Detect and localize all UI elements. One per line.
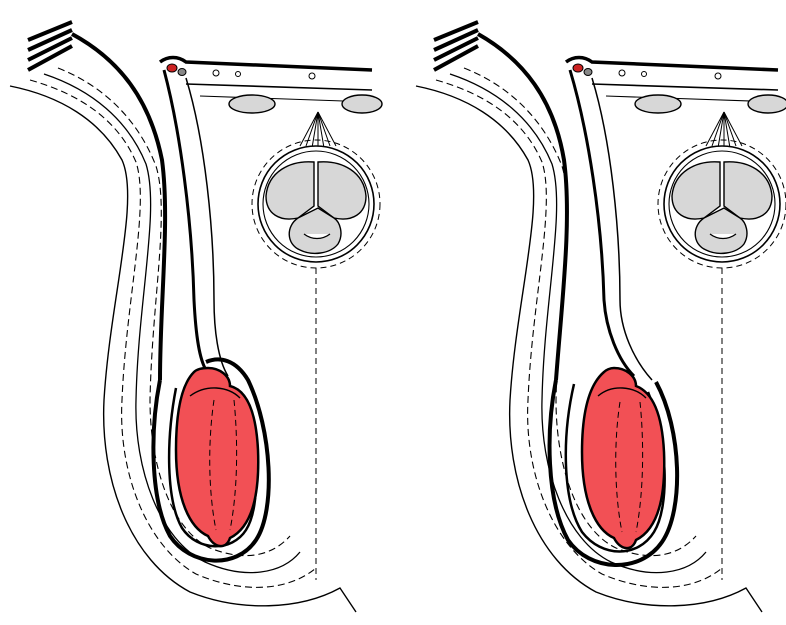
cord-right-wall — [185, 77, 229, 377]
testis-dashed-left — [615, 401, 623, 533]
epididymis-head — [597, 387, 647, 399]
testis — [580, 366, 666, 550]
cord-inner-wall — [568, 69, 636, 378]
testis-dashed-left — [209, 399, 217, 531]
tunica-vaginalis-outer — [151, 357, 271, 563]
tunica-vaginalis-outer — [547, 379, 680, 567]
cord-inner-wall — [162, 69, 208, 371]
cord-outer-left-wall — [71, 32, 168, 381]
epididymis-head — [189, 387, 241, 399]
testis-dashed-right — [229, 399, 238, 531]
panel-left — [8, 20, 384, 614]
cord-outer-left-wall — [477, 32, 569, 381]
testis — [174, 366, 260, 548]
testis-dashed-right — [635, 401, 644, 533]
panel-right — [414, 20, 786, 614]
cord-right-wall — [591, 77, 653, 381]
